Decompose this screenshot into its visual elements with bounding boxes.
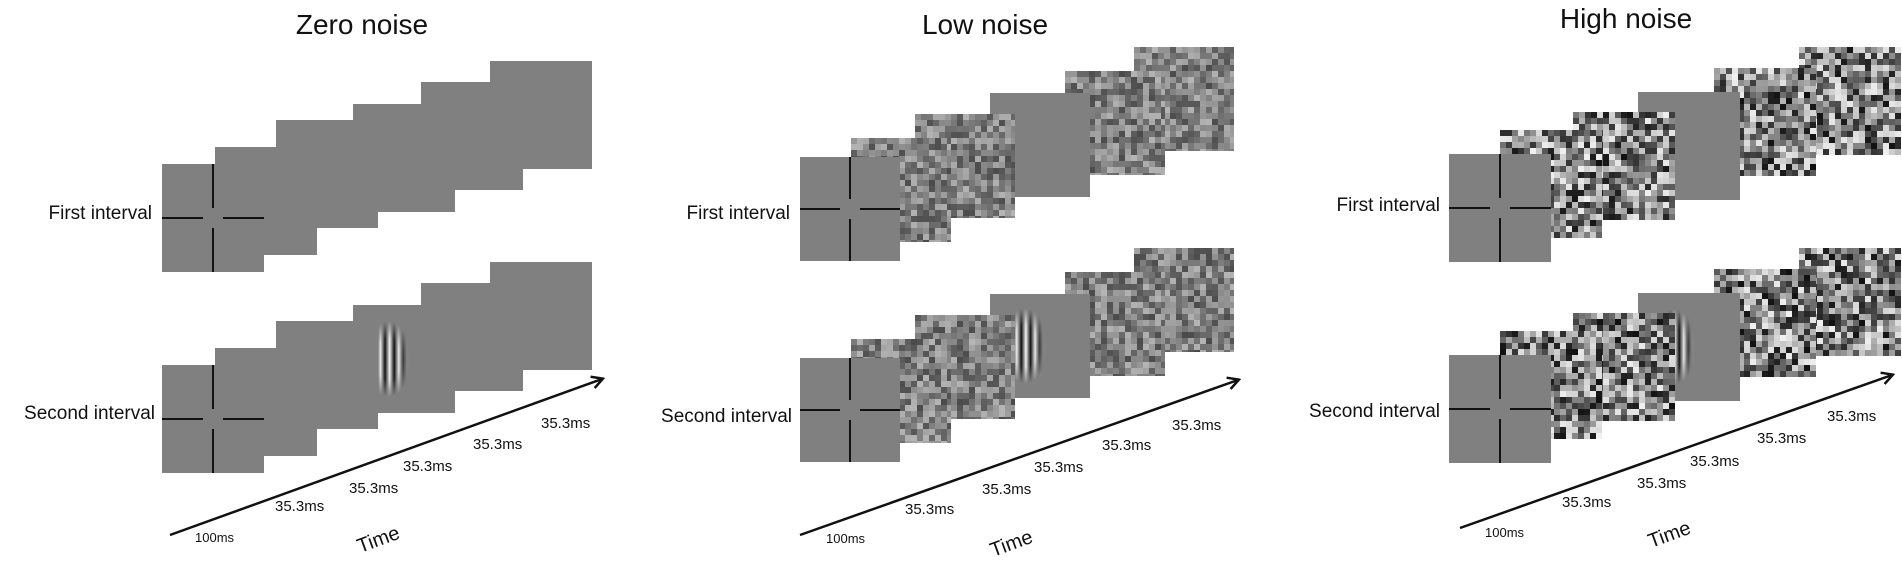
duration-label: 35.3ms (403, 458, 452, 475)
panel-low-noise: Low noise First interval Second interval… (661, 9, 1238, 562)
first-interval-label: First interval (1337, 195, 1440, 216)
panel-title: Zero noise (296, 9, 428, 40)
duration-label: 35.3ms (1637, 475, 1686, 492)
duration-label: 35.3ms (1102, 437, 1151, 454)
time-axis-label: Time (1645, 517, 1694, 553)
duration-label: 35.3ms (1690, 453, 1739, 470)
fixation-frame (162, 365, 264, 473)
duration-label: 35.3ms (275, 498, 324, 515)
time-arrow (1459, 375, 1892, 530)
panel-title: High noise (1560, 3, 1692, 34)
duration-label: 35.3ms (982, 481, 1031, 498)
duration-label: 35.3ms (905, 501, 954, 518)
second-interval-label: Second interval (661, 406, 792, 427)
duration-label: 35.3ms (1757, 430, 1806, 447)
first-interval-label: First interval (49, 203, 152, 224)
fixation-frame (800, 358, 900, 462)
time-axis-label: Time (987, 526, 1036, 562)
duration-label: 100ms (195, 530, 235, 545)
duration-label: 35.3ms (1827, 408, 1876, 425)
duration-label: 35.3ms (1172, 417, 1221, 434)
duration-label: 35.3ms (1034, 459, 1083, 476)
fixation-frame (1449, 154, 1551, 262)
duration-label: 100ms (826, 531, 866, 546)
panel-zero-noise: Zero noise First interval Second interva… (24, 9, 602, 558)
fixation-frame (800, 157, 900, 261)
duration-label: 35.3ms (473, 436, 522, 453)
time-arrow (799, 380, 1238, 537)
fixation-frame (1449, 355, 1551, 463)
first-interval-label: First interval (687, 203, 790, 224)
panel-title: Low noise (922, 9, 1048, 40)
duration-label: 100ms (1485, 525, 1525, 540)
second-interval-label: Second interval (24, 403, 155, 424)
duration-label: 35.3ms (1562, 494, 1611, 511)
time-axis-label: Time (354, 522, 403, 558)
panel-high-noise: High noise First interval Second interva… (1309, 3, 1901, 553)
duration-label: 35.3ms (541, 415, 590, 432)
second-interval-label: Second interval (1309, 401, 1440, 422)
time-arrow (169, 379, 602, 537)
duration-label: 35.3ms (349, 480, 398, 497)
fixation-frame (162, 164, 264, 272)
